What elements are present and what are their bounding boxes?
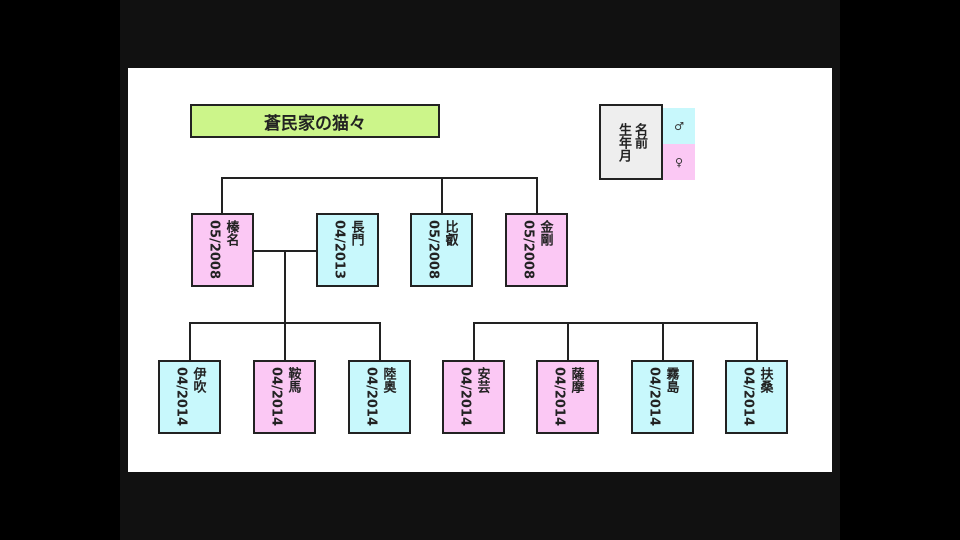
connector-line (221, 177, 538, 179)
cat-birth: 04/2014 (740, 367, 756, 427)
connector-line (284, 322, 286, 360)
connector-line (189, 322, 191, 360)
cat-name: 伊吹 (190, 367, 206, 394)
cat-name: 扶桑 (757, 367, 773, 394)
male-icon: ♂ (674, 119, 684, 133)
connector-line (567, 322, 569, 360)
legend-box: 名前生年月 (599, 104, 663, 180)
cat-name: 陸奥 (380, 367, 396, 394)
cat-birth: 04/2014 (173, 367, 189, 427)
cat-name: 薩摩 (568, 367, 584, 394)
cat-name: 鞍馬 (285, 367, 301, 394)
cat-name: 金剛 (537, 220, 553, 247)
cat-birth: 04/2014 (363, 367, 379, 427)
connector-line (221, 177, 223, 214)
cat-birth: 04/2014 (268, 367, 284, 427)
connector-line (441, 177, 443, 214)
diagram-title: 蒼民家の猫々 (190, 104, 440, 138)
connector-line (473, 322, 758, 324)
cat-birth: 05/2008 (520, 220, 536, 280)
connector-line (662, 322, 664, 360)
female-icon: ♀ (674, 155, 684, 169)
cat-name: 比叡 (442, 220, 458, 247)
legend-name-label: 名前 (632, 122, 647, 149)
connector-line (379, 322, 381, 360)
cat-name: 長門 (348, 220, 364, 247)
cat-birth: 04/2014 (551, 367, 567, 427)
cat-name: 安芸 (474, 367, 490, 394)
legend-date-label: 生年月 (616, 122, 631, 162)
male-legend: ♂ (663, 108, 695, 144)
cat-birth: 05/2008 (206, 220, 222, 280)
cat-birth: 04/2014 (457, 367, 473, 427)
connector-line (284, 250, 286, 323)
connector-line (536, 177, 538, 214)
connector-line (473, 322, 475, 360)
female-legend: ♀ (663, 144, 695, 180)
cat-birth: 04/2014 (646, 367, 662, 427)
cat-name: 榛名 (223, 220, 239, 247)
cat-name: 霧島 (663, 367, 679, 394)
connector-line (756, 322, 758, 360)
cat-birth: 05/2008 (425, 220, 441, 280)
cat-birth: 04/2013 (331, 220, 347, 280)
